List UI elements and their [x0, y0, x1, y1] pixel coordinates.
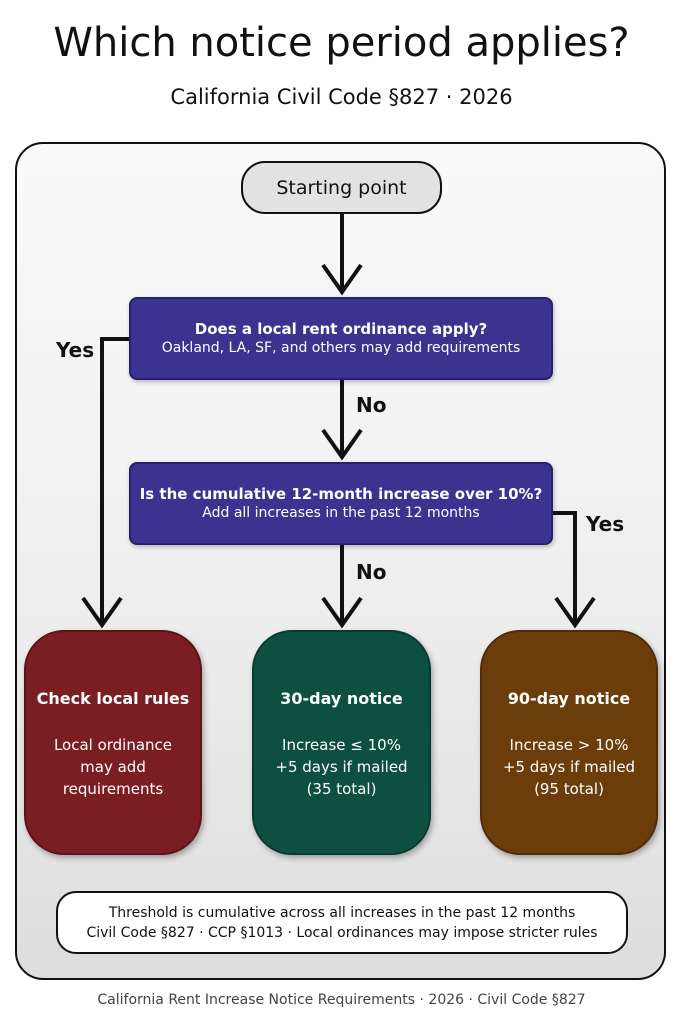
- decision-local-ordinance: Does a local rent ordinance apply? Oakla…: [129, 297, 553, 380]
- yes-label-d2: Yes: [586, 512, 625, 536]
- outcome-line: may add: [80, 758, 146, 776]
- outcome-title: 90-day notice: [507, 689, 631, 708]
- no-label-d1: No: [356, 393, 387, 417]
- outcome-line: (35 total): [306, 780, 377, 798]
- outcome-line: Local ordinance: [53, 736, 173, 754]
- outcome-check-local-rules: Check local rules Local ordinance may ad…: [24, 630, 202, 855]
- decision-local-ordinance-question: Does a local rent ordinance apply?: [194, 320, 488, 338]
- outcome-line: (95 total): [534, 780, 604, 798]
- threshold-note-line2: Civil Code §827 · CCP §1013 · Local ordi…: [86, 924, 598, 941]
- arrowhead-d2-to-90day: [554, 596, 596, 629]
- decision-increase-threshold-question: Is the cumulative 12-month increase over…: [139, 485, 543, 503]
- page-title: Which notice period applies?: [53, 20, 630, 66]
- threshold-note-line1: Threshold is cumulative across all incre…: [108, 904, 576, 921]
- decision-local-ordinance-detail: Oakland, LA, SF, and others may add requ…: [161, 340, 521, 356]
- arrowhead-d1-to-local: [81, 596, 123, 629]
- outcome-line: requirements: [62, 780, 164, 798]
- start-node: Starting point: [241, 161, 442, 214]
- arrowhead-d2-to-30day: [321, 596, 363, 629]
- outcome-line: Increase ≤ 10%: [282, 736, 401, 754]
- outcome-30-day-notice: 30-day notice Increase ≤ 10% +5 days if …: [252, 630, 431, 855]
- arrowhead-start-to-d1: [321, 263, 363, 296]
- outcome-line: +5 days if mailed: [502, 758, 636, 776]
- no-label-d2: No: [356, 560, 387, 584]
- outcome-90-day-notice: 90-day notice Increase > 10% +5 days if …: [480, 630, 658, 855]
- start-label: Starting point: [276, 176, 407, 199]
- outcome-title: Check local rules: [36, 689, 190, 708]
- page-subtitle: California Civil Code §827 · 2026: [170, 85, 513, 109]
- outcome-line: +5 days if mailed: [275, 758, 408, 776]
- decision-increase-threshold-detail: Add all increases in the past 12 months: [202, 505, 480, 521]
- outcome-line: Increase > 10%: [509, 736, 629, 754]
- yes-label-d1: Yes: [56, 338, 95, 362]
- arrowhead-d1-to-d2: [321, 428, 363, 461]
- footer-caption: California Rent Increase Notice Requirem…: [97, 992, 586, 1008]
- arrow-d1-to-local: [100, 337, 129, 625]
- threshold-note: Threshold is cumulative across all incre…: [56, 891, 628, 954]
- outcome-title: 30-day notice: [280, 689, 403, 708]
- decision-increase-threshold: Is the cumulative 12-month increase over…: [129, 462, 553, 545]
- arrow-d2-to-90day: [553, 511, 577, 625]
